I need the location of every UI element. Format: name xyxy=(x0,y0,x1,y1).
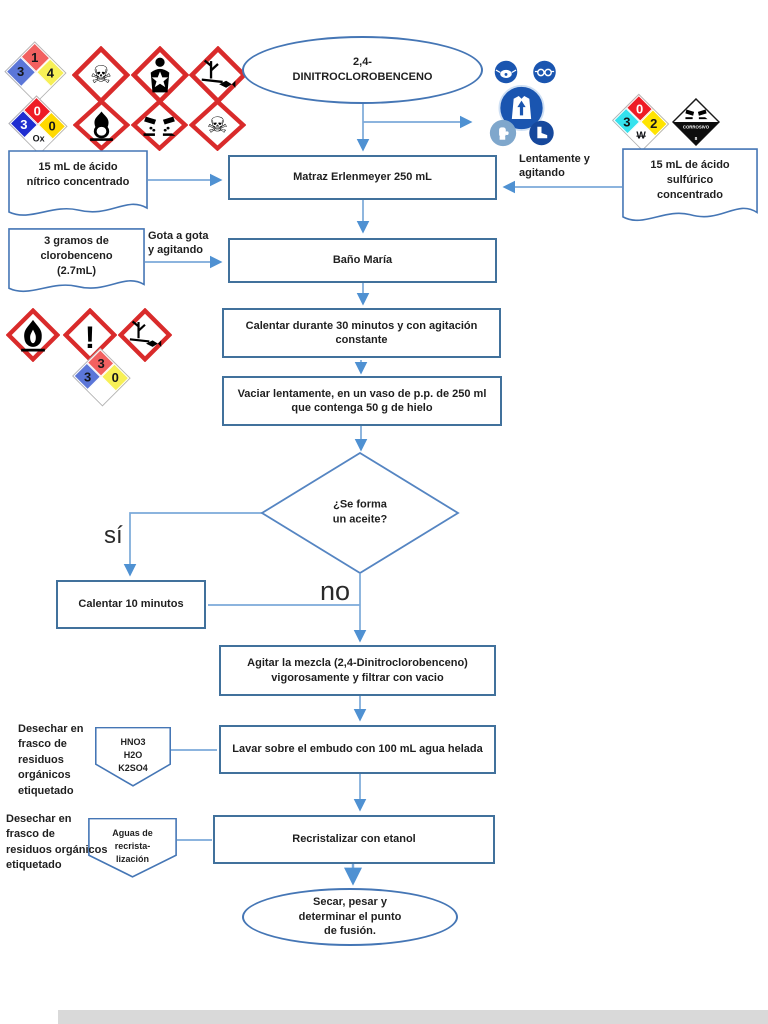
dropwise-stirring-label: Gota a gota y agitando xyxy=(148,230,209,256)
corrosive-class8-placard: CORROSIVO 8 xyxy=(671,97,721,151)
nitric-line2: nítrico concentrado xyxy=(26,175,130,188)
ppe-lab-coat-icon xyxy=(498,85,545,131)
discard-note-1: Desechar en frasco de residuos orgánicos… xyxy=(18,723,84,797)
page-bottom-strip xyxy=(58,1010,768,1024)
nfpa-diamond-nitric-acid: 0 0 3 Ox xyxy=(8,96,68,154)
nitric-acid-input-document: 15 mL de ácido nítrico concentrado xyxy=(8,150,148,222)
process-pour-over-ice: Vaciar lentamente, en un vaso de p.p. de… xyxy=(222,376,502,426)
nfpa-special: Ox xyxy=(32,134,45,145)
svg-text:8: 8 xyxy=(695,136,698,142)
process-heat-10-min: Calentar 10 minutos xyxy=(56,580,206,629)
nfpa-instability: 0 xyxy=(48,118,56,134)
slowly-stirring-label: Lentamente y agitando xyxy=(519,153,590,179)
nfpa-flammability: 1 xyxy=(31,49,40,65)
process-water-bath: Baño María xyxy=(228,238,497,283)
nitric-line1: 15 mL de ácido xyxy=(38,161,118,173)
sulfuric-line1: 15 mL de ácido xyxy=(650,159,730,171)
nfpa-health: 3 xyxy=(622,113,631,129)
process-stir-filter-vacuum: Agitar la mezcla (2,4-Dinitroclorobencen… xyxy=(219,645,496,696)
nfpa-health: 3 xyxy=(17,63,25,79)
waste-chemicals-pentagon: HNO3 H2O K2SO4 xyxy=(95,727,171,787)
chlorobenzene-input-document: 3 gramos de clorobenceno (2.7mL) xyxy=(8,228,145,298)
ppe-boots-icon xyxy=(526,120,557,146)
chlorobenzene-line2: clorobenceno xyxy=(40,249,113,262)
nfpa-health: 3 xyxy=(20,116,28,132)
chlorobenzene-line3: (2.7mL) xyxy=(56,264,97,277)
ppe-respirator-icon xyxy=(493,60,519,84)
process-wash-funnel: Lavar sobre el embudo con 100 mL agua he… xyxy=(219,725,496,774)
nfpa-health: 3 xyxy=(83,368,91,384)
end-node: Secar, pesar y determinar el punto de fu… xyxy=(242,888,458,946)
recrystallization-water-pentagon: Aguas de recrista- lización xyxy=(88,818,177,878)
decision-oil-forms: ¿Se forma un aceite? xyxy=(260,452,460,574)
ghs-environment-icon xyxy=(117,307,173,367)
ghs-skull-crossbones-icon: ☠ xyxy=(188,98,247,156)
branch-label-no: no xyxy=(320,576,351,606)
svg-text:☠: ☠ xyxy=(90,60,112,89)
process-heat-30-min: Calentar durante 30 minutos y con agitac… xyxy=(222,308,501,358)
sulfuric-line2: sulfúrico xyxy=(666,173,714,186)
branch-label-yes: sí xyxy=(104,522,123,549)
svg-text:!: ! xyxy=(85,320,95,355)
nfpa-diamond-product: 1 4 3 xyxy=(5,42,67,102)
nfpa-flammability: 0 xyxy=(33,103,41,119)
nfpa-diamond-sulfuric-acid: 0 2 3 W xyxy=(611,94,669,150)
ppe-goggles-icon xyxy=(531,60,558,84)
nfpa-special-w: W xyxy=(636,130,646,142)
ppe-gloves-icon xyxy=(487,119,519,147)
ghs-oxidizer-icon xyxy=(72,98,131,156)
start-line2: DINITROCLOROBENCENO xyxy=(292,71,433,83)
nfpa-flammability: 3 xyxy=(96,355,105,371)
nfpa-instability: 4 xyxy=(47,64,55,80)
process-recrystallize-ethanol: Recristalizar con etanol xyxy=(213,815,495,864)
svg-text:☠: ☠ xyxy=(207,113,228,138)
ghs-skull-crossbones-icon: ☠ xyxy=(71,45,131,109)
nfpa-diamond-chlorobenzene: 3 0 3 xyxy=(72,349,130,405)
nfpa-flammability: 0 xyxy=(635,100,643,116)
process-erlenmeyer-flask: Matraz Erlenmeyer 250 mL xyxy=(228,155,497,200)
start-line1: 2,4- xyxy=(353,56,372,69)
svg-text:CORROSIVO: CORROSIVO xyxy=(683,125,710,130)
ghs-flame-icon xyxy=(5,307,61,367)
nfpa-instability: 0 xyxy=(111,369,119,385)
chlorobenzene-line1: 3 gramos de xyxy=(44,235,109,247)
start-node: 2,4- DINITROCLOROBENCENO xyxy=(242,36,483,104)
ghs-corrosive-icon xyxy=(130,98,189,156)
sulfuric-line3: concentrado xyxy=(656,188,723,201)
nfpa-instability: 2 xyxy=(649,115,658,131)
sulfuric-acid-input-document: 15 mL de ácido sulfúrico concentrado xyxy=(622,148,758,228)
discard-note-2: Desechar en frasco de residuos orgánicos… xyxy=(6,813,108,872)
